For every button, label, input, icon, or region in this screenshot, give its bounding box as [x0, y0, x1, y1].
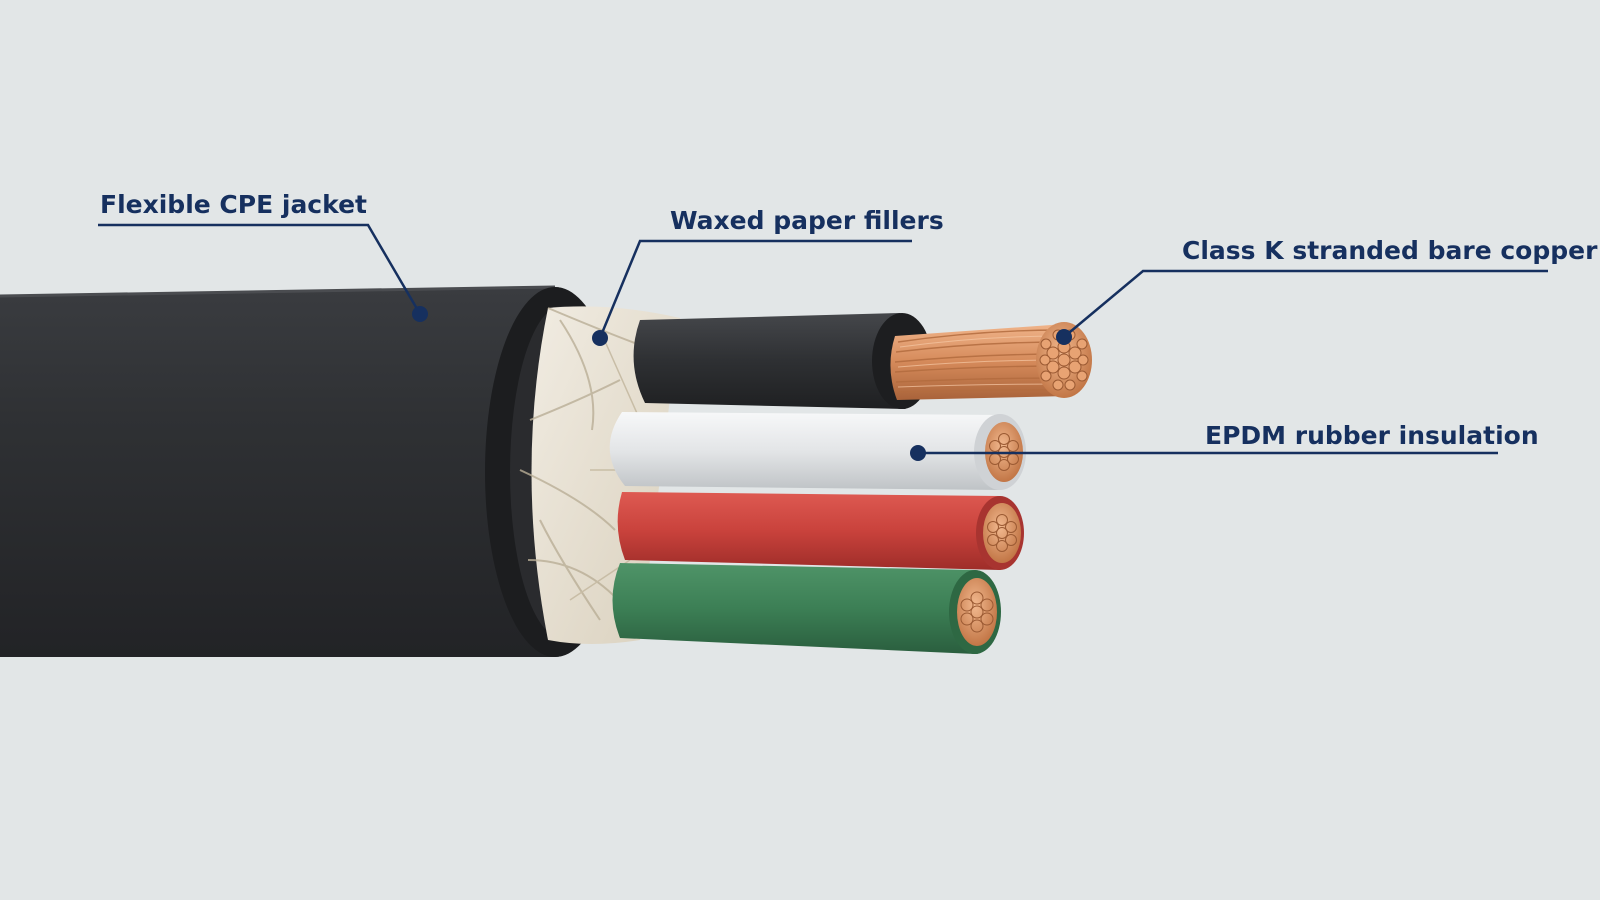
white-copper-strands: [989, 433, 1019, 471]
callout-fillers-dot: [592, 330, 608, 346]
callout-insulation-label: EPDM rubber insulation: [1205, 421, 1539, 450]
copper-strand-ends: [1039, 329, 1089, 391]
callout-insulation-dot: [910, 445, 926, 461]
callout-copper-dot: [1056, 329, 1072, 345]
callout-copper-label: Class K stranded bare copper: [1182, 236, 1598, 265]
red-conductor: [617, 492, 1024, 570]
exposed-copper-strands: [890, 322, 1092, 400]
green-conductor: [612, 563, 1001, 654]
white-conductor: [609, 412, 1026, 490]
callout-jacket-dot: [412, 306, 428, 322]
callout-fillers: Waxed paper fillers: [592, 206, 944, 346]
black-conductor: [633, 313, 932, 409]
outer-jacket: [0, 285, 625, 657]
callout-copper: Class K stranded bare copper: [1056, 236, 1598, 345]
callout-insulation: EPDM rubber insulation: [910, 421, 1539, 461]
callout-jacket-label: Flexible CPE jacket: [100, 190, 367, 219]
callout-fillers-label: Waxed paper fillers: [670, 206, 944, 235]
callout-jacket: Flexible CPE jacket: [98, 190, 428, 322]
green-copper-strands: [960, 591, 994, 633]
red-copper-strands: [987, 514, 1017, 552]
